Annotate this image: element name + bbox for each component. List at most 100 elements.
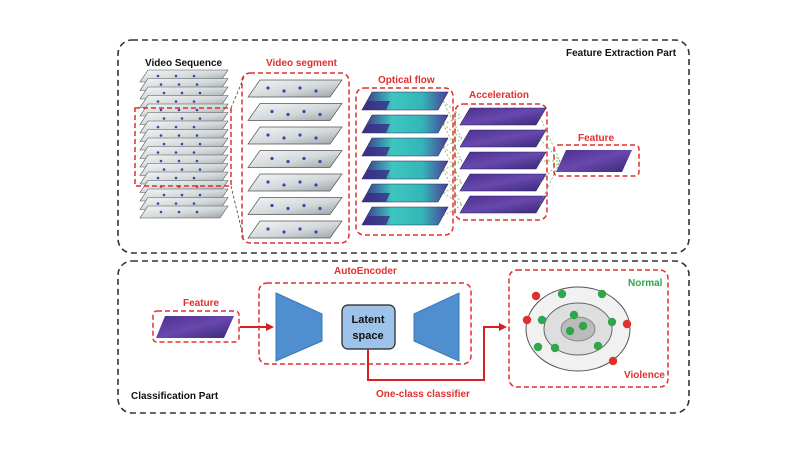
segment-frame (247, 173, 343, 192)
flow-to-accel-link (442, 100, 463, 140)
normal-region-inner (560, 316, 596, 342)
frame-person-dot (195, 134, 199, 137)
frame-person-dot (270, 156, 274, 161)
frame-person-dot (195, 83, 199, 86)
accel-to-feature-link (539, 138, 561, 162)
segment-frame (247, 197, 343, 215)
frame-person-dot (177, 134, 181, 137)
frame-person-dot (198, 117, 202, 120)
acceleration-map (459, 129, 547, 148)
frame-person-dot (195, 159, 199, 163)
normal-sample-dot (593, 341, 603, 351)
feature-label-bottom: Feature (183, 298, 220, 309)
violence-sample-dot (622, 319, 632, 329)
flow-dark-region (364, 170, 390, 179)
segment-frame (247, 150, 343, 168)
frame-person-dot (318, 112, 322, 117)
optical-flow-maps (361, 91, 449, 226)
segment-frame (247, 103, 343, 121)
flow-to-accel-link (442, 160, 463, 171)
segment-frame (247, 126, 343, 145)
frame-person-dot (162, 142, 166, 146)
frame-person-dot (159, 134, 163, 137)
flow-to-accel-link (442, 123, 463, 140)
frame-person-dot (198, 91, 202, 95)
flow-to-accel-link (442, 182, 463, 194)
frame-person-dot (270, 109, 274, 114)
frame-person-dot (192, 74, 196, 78)
frame-person-dot (192, 202, 196, 205)
frame-person-dot (192, 125, 196, 129)
normal-sample-dot (607, 317, 617, 327)
autoencoder-label: AutoEncoder (334, 266, 397, 277)
flow-dark-region (364, 124, 390, 133)
frame-person-dot (314, 136, 318, 140)
frame-person-dot (174, 100, 178, 103)
normal-sample-dot (537, 315, 547, 325)
frame-person-dot (156, 74, 160, 78)
violence-samples (522, 291, 632, 366)
frame-person-dot (266, 86, 270, 90)
frame-person-dot (198, 168, 202, 171)
flow-dark-region (364, 101, 390, 110)
frame-person-dot (162, 91, 166, 95)
frame-person-dot (298, 180, 302, 184)
accel-to-feature-link (539, 160, 561, 206)
acceleration-box (454, 103, 548, 221)
violence-sample-dot (531, 291, 541, 301)
normal-sample-dot (533, 342, 543, 352)
frame-person-dot (298, 86, 302, 90)
acceleration-map (459, 151, 547, 170)
flow-to-accel-link (442, 169, 463, 206)
frame-person-dot (282, 230, 286, 234)
segment-frame (247, 220, 343, 239)
frame-person-dot (302, 109, 306, 114)
frame-person-dot (180, 91, 184, 95)
frame-person-dot (286, 112, 290, 117)
violence-sample-dot (608, 356, 618, 366)
latent-space-box (341, 304, 396, 350)
frame-person-dot (270, 203, 274, 208)
acceleration-map (459, 195, 547, 214)
frame-person-dot (192, 151, 196, 154)
feature-map-bottom (156, 316, 234, 338)
frame-person-dot (159, 83, 163, 86)
segment-frame (247, 79, 343, 98)
frame-person-dot (286, 206, 290, 211)
frame-person-dot (156, 125, 160, 129)
normal-samples (533, 289, 617, 353)
autoencoder-box (258, 282, 472, 365)
acceleration-label: Acceleration (469, 90, 529, 101)
acceleration-maps (459, 107, 547, 214)
frame-person-dot (177, 159, 181, 163)
flow-dark-region (364, 216, 390, 225)
frame-person-dot (192, 176, 196, 180)
flow-to-accel-link (442, 138, 463, 148)
frame-person-dot (156, 151, 160, 154)
frame-person-dot (159, 159, 163, 163)
normal-label: Normal (628, 278, 663, 289)
frame-person-dot (198, 193, 202, 197)
flow-dark-region (364, 193, 390, 202)
normal-sample-dot (565, 326, 575, 336)
feature-extraction-title: Feature Extraction Part (566, 48, 677, 59)
frame-person-dot (318, 159, 322, 164)
frame-person-dot (298, 133, 302, 137)
decoder-shape (413, 292, 460, 362)
feature-extraction-panel (117, 39, 690, 254)
frame-person-dot (180, 142, 184, 146)
frame-person-dot (195, 210, 199, 214)
frame-person-dot (302, 156, 306, 161)
flow-to-accel-link (442, 100, 463, 118)
frame-person-dot (282, 136, 286, 140)
frame-person-dot (177, 108, 181, 112)
zoom-line-bottom (230, 185, 245, 241)
frame-person-dot (159, 210, 163, 214)
flow-to-accel-link (442, 123, 463, 162)
feature-map-top (556, 150, 632, 172)
frame-person-dot (174, 202, 178, 205)
video-sequence-label: Video Sequence (145, 58, 223, 69)
frame-person-dot (266, 133, 270, 137)
frame-person-dot (162, 168, 166, 171)
